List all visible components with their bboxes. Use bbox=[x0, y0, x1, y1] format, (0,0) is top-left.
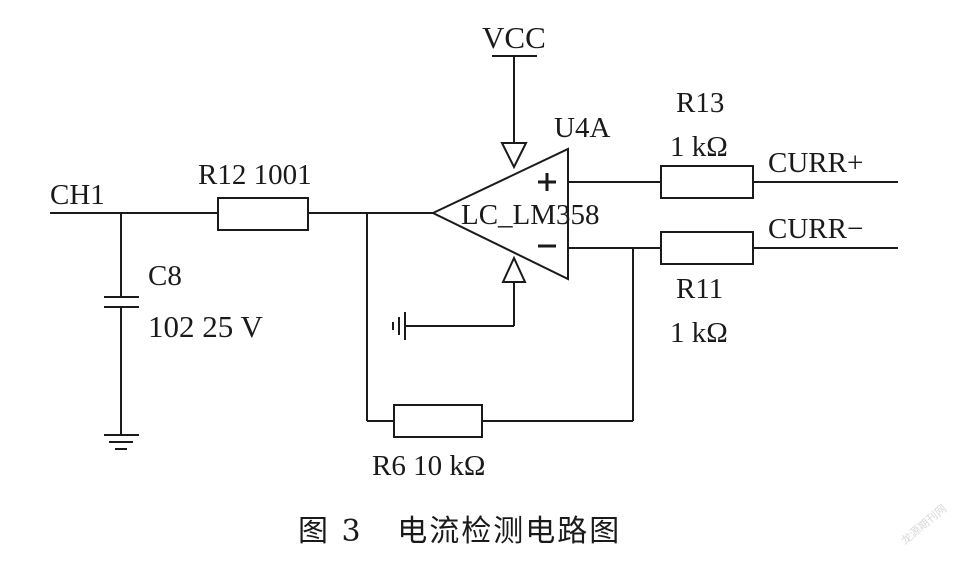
r6-label: R6 10 kΩ bbox=[372, 450, 485, 482]
opamp-part-label: LC_LM358 bbox=[461, 199, 600, 231]
figure-caption: 图 3 电流检测电路图 bbox=[298, 514, 621, 549]
ground-opamp-icon bbox=[392, 312, 406, 340]
r13-name-label: R13 bbox=[676, 87, 724, 119]
r12-label: R12 1001 bbox=[198, 159, 312, 191]
c8-name-label: C8 bbox=[148, 260, 182, 292]
r13-value-label: 1 kΩ bbox=[670, 131, 728, 163]
vcc-arrow-icon bbox=[500, 142, 528, 170]
r11-value-label: 1 kΩ bbox=[670, 317, 728, 349]
ch1-label: CH1 bbox=[50, 179, 105, 211]
watermark: 龙源期刊网 bbox=[898, 501, 949, 547]
u4a-label: U4A bbox=[554, 112, 610, 144]
vcc-label: VCC bbox=[482, 20, 546, 55]
c8-value-label: 102 25 V bbox=[148, 309, 263, 344]
resistor-r11 bbox=[660, 231, 754, 265]
resistor-r6 bbox=[393, 404, 483, 438]
curr-minus-label: CURR− bbox=[768, 213, 863, 245]
resistor-r13 bbox=[660, 165, 754, 199]
r11-name-label: R11 bbox=[676, 273, 723, 305]
opamp-triangle bbox=[430, 147, 569, 281]
curr-plus-label: CURR+ bbox=[768, 147, 863, 179]
resistor-r12 bbox=[217, 197, 309, 231]
ground-arrow-icon bbox=[501, 255, 527, 283]
ground-c8-icon bbox=[104, 434, 139, 450]
